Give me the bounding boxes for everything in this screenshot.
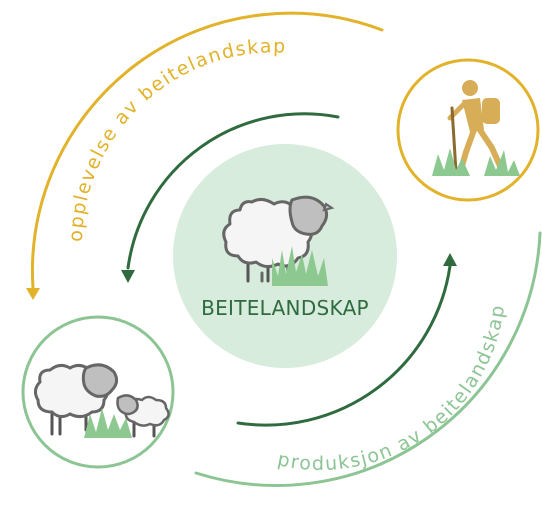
hiker-icon bbox=[432, 80, 520, 176]
sheep-on-grass-icon bbox=[222, 195, 335, 286]
experience-arc-arrowhead bbox=[26, 288, 40, 300]
inner-arc-top-arrowhead bbox=[121, 270, 135, 283]
production-arc bbox=[194, 231, 542, 487]
inner-arc-bottom-arrowhead bbox=[443, 253, 457, 266]
center-label: BEITELANDSKAP bbox=[201, 296, 369, 320]
sheep-flock-icon bbox=[33, 363, 170, 438]
inner-arc-top bbox=[126, 112, 340, 270]
experience-arc bbox=[30, 11, 384, 290]
inner-arc-bottom bbox=[236, 264, 452, 427]
